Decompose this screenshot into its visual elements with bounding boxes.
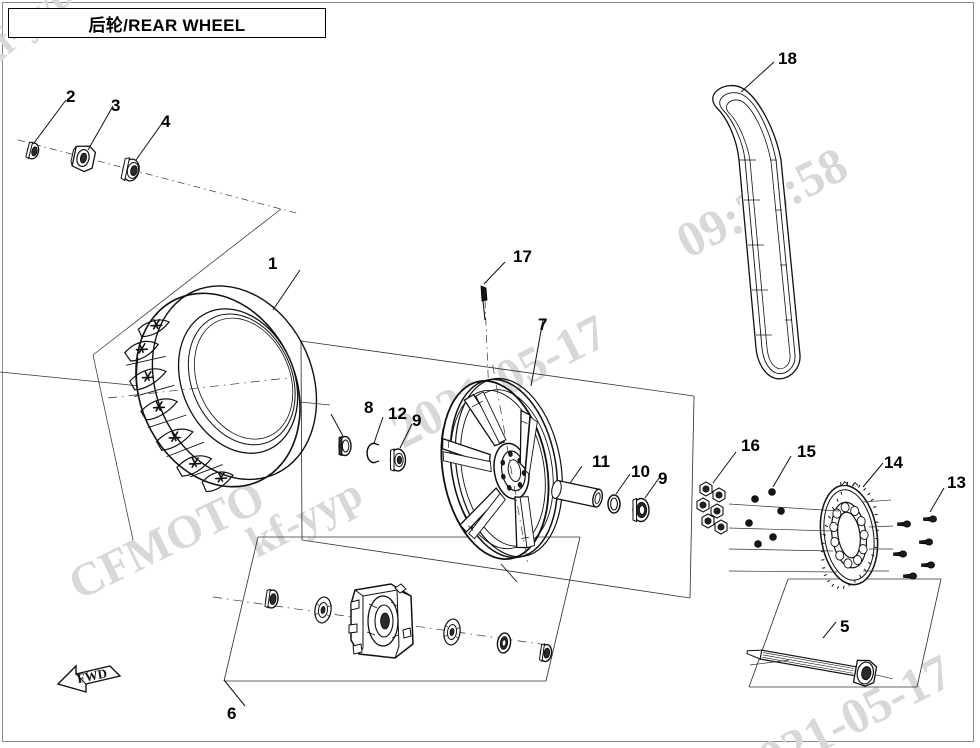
group-outline-rim: [300, 340, 695, 599]
part-spacer-tube: [551, 465, 603, 508]
callout-17[interactable]: 17: [513, 247, 532, 266]
callout-1[interactable]: 1: [268, 254, 278, 273]
callout-3[interactable]: 3: [111, 96, 121, 115]
part-circlip-ring: [607, 473, 631, 514]
part-snap-ring: [366, 416, 384, 464]
part-sprocket-nut-set: [696, 451, 737, 535]
callout-4[interactable]: 4: [161, 112, 171, 131]
part-sprocket-bolt-set: [893, 487, 945, 580]
part-spacer-collar: [120, 157, 140, 182]
callout-8[interactable]: 8: [364, 398, 374, 417]
svg-text:FWD: FWD: [76, 665, 109, 686]
top-axis-assembly: [17, 99, 301, 215]
part-wheel-bearing-right: [632, 477, 660, 523]
part-rear-sprocket: [728, 462, 894, 590]
callout-14[interactable]: 14: [884, 453, 903, 472]
callout-9b[interactable]: 9: [658, 469, 668, 488]
callout-7[interactable]: 7: [538, 315, 548, 334]
callout-11[interactable]: 11: [592, 452, 610, 471]
part-wheel-bearing-left: [389, 423, 413, 472]
part-flange-nut: [70, 145, 97, 173]
part-oil-seal: [330, 413, 352, 457]
part-drive-chain: [712, 61, 801, 380]
callout-16[interactable]: 16: [741, 436, 760, 455]
callout-9[interactable]: 9: [412, 411, 422, 430]
part-rear-axle-shaft: [746, 621, 893, 687]
part-sprocket-stud-set: [745, 455, 792, 548]
callout-18[interactable]: 18: [778, 49, 797, 68]
callout-5[interactable]: 5: [840, 617, 850, 636]
callout-15[interactable]: 15: [797, 442, 816, 461]
callout-2[interactable]: 2: [66, 87, 76, 106]
callout-13[interactable]: 13: [947, 473, 966, 492]
callout-12[interactable]: 12: [388, 404, 407, 423]
part-nut-small: [25, 141, 40, 160]
part-wheel-rim: [440, 319, 563, 583]
callout-10[interactable]: 10: [631, 462, 650, 481]
part-rear-tire: [107, 269, 318, 493]
callout-6[interactable]: 6: [227, 704, 237, 723]
page-title: 后轮/REAR WHEEL: [88, 15, 246, 35]
part-hub-assembly: [212, 583, 553, 707]
diagram-title-block: 后轮/REAR WHEEL: [8, 8, 326, 38]
fwd-direction-marker: FWD: [56, 664, 122, 693]
